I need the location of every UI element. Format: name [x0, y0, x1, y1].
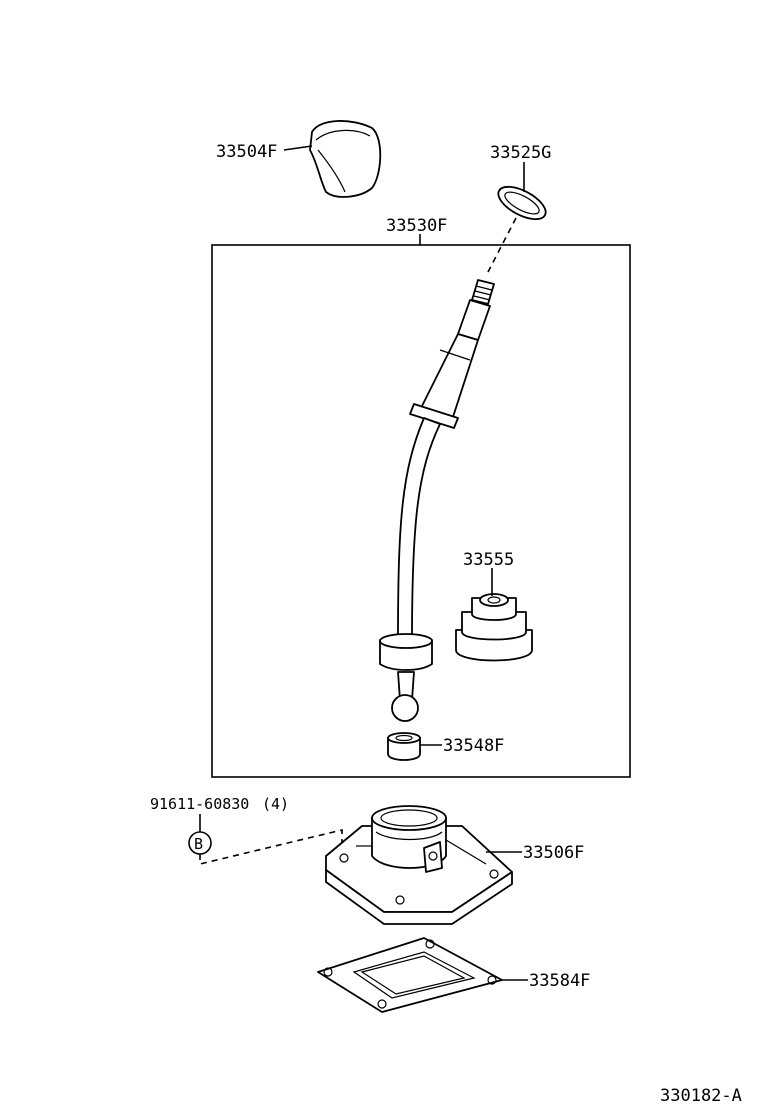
label-bolt-qty: (4)	[262, 795, 289, 813]
bushing	[387, 732, 421, 761]
label-33525G: 33525G	[490, 143, 551, 163]
o-ring	[497, 185, 547, 221]
label-33548F: 33548F	[443, 736, 504, 756]
shift-knob	[309, 120, 382, 198]
shift-boot	[455, 593, 533, 662]
shift-lever	[379, 279, 495, 722]
label-33506F: 33506F	[523, 843, 584, 863]
label-33504F: 33504F	[216, 142, 277, 162]
assembly-box	[211, 244, 631, 778]
label-33530F: 33530F	[386, 216, 447, 236]
label-91611-60830: 91611-60830	[150, 795, 249, 813]
bolt-dashed-leader	[199, 828, 343, 866]
figure-id: 330182-A	[660, 1086, 742, 1106]
shift-housing	[325, 805, 513, 925]
label-33555: 33555	[463, 550, 514, 570]
bolt-marker-letter: B	[194, 835, 203, 853]
gasket	[317, 937, 503, 1013]
leader-33504F	[283, 145, 313, 151]
label-33584F: 33584F	[529, 971, 590, 991]
